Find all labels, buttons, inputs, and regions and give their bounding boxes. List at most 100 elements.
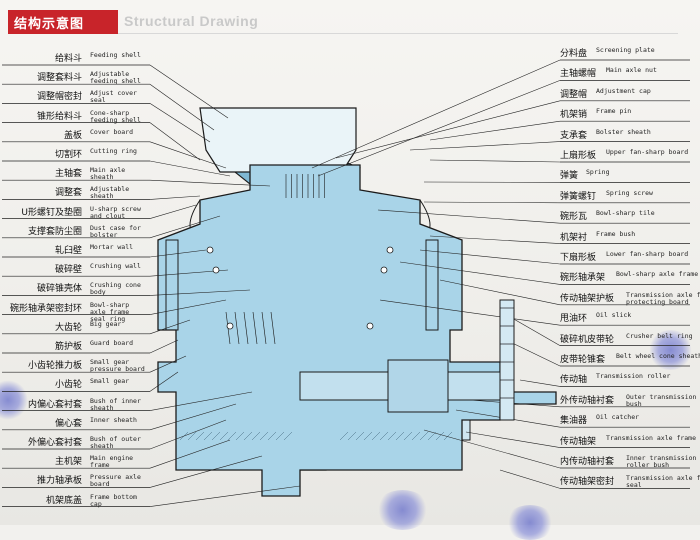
part-label-cn: 调整帽密封 [37,93,82,101]
part-label-cn: 碗形轴承架密封环 [10,305,82,313]
part-label-cn: 盖板 [64,132,82,140]
part-label-en: Mortar wall [90,244,146,251]
leader-line [336,101,560,158]
part-label-en: Guard board [90,340,146,347]
transmission-axle-frame [388,360,448,412]
part-label-cn: 碗形轴承架 [560,274,605,282]
part-label-cn: 皮带轮锥套 [560,356,605,364]
part-label-cn: 切割环 [55,151,82,159]
part-label-en: Dust case for bolster [90,225,146,239]
part-label-en: Frame bottom cap [90,494,146,508]
part-label-en: Bowl-sharp tile [596,210,694,217]
part-label-cn: 机架底盖 [46,497,82,505]
bolt [387,247,393,253]
belt-pulley [500,300,514,420]
part-label-cn: 小齿轮推力板 [28,362,82,370]
part-label-en: Cone-sharp feeding shell [90,110,146,124]
leader-line [466,432,560,448]
part-label-cn: U形螺钉及垫圈 [21,209,82,217]
part-label-en: Big gear [90,321,146,328]
leader-line [150,196,200,199]
part-label-en: Outer transmission roller bush [626,394,700,408]
part-label-cn: 机架销 [560,111,587,119]
part-label-en: Inner sheath [90,417,146,424]
main-frame [158,165,556,496]
part-label-cn: 传动轴架 [560,438,596,446]
part-label-en: Main axle nut [606,67,700,74]
leader-line [150,340,178,353]
part-label-en: Crushing wall [90,263,146,270]
part-label-cn: 偏心套 [55,420,82,428]
part-label-cn: 轧臼壁 [55,247,82,255]
part-label-cn: 碗形瓦 [560,213,587,221]
part-label-en: Belt wheel cone sheath [616,353,700,360]
part-label-en: Bush of inner sheath [90,398,146,412]
leader-line [150,65,228,118]
part-label-en: Spring [586,169,684,176]
part-label-en: Transmission axle frame protecting board [626,292,700,306]
part-label-en: Adjustment cap [596,88,694,95]
part-label-en: Inner transmission axle roller bush [626,455,700,469]
part-label-cn: 甩油环 [560,315,587,323]
part-label-cn: 大齿轮 [55,324,82,332]
part-label-cn: 调整套 [55,189,82,197]
part-label-en: Screening plate [596,47,694,54]
part-label-cn: 推力轴承板 [37,477,82,485]
part-label-cn: 内传动轴衬套 [560,458,614,466]
part-label-en: Small gear [90,378,146,385]
part-label-cn: 机架衬 [560,234,587,242]
part-label-en: Adjustable feeding shell [90,71,146,85]
part-label-en: Lower fan-sharp board [606,251,700,258]
feeding-shell [200,108,356,172]
part-label-en: Upper fan-sharp board [606,149,700,156]
leader-line [500,470,560,488]
part-label-en: Crushing cone body [90,282,146,296]
part-label-cn: 调整帽 [560,91,587,99]
leader-line [430,160,560,162]
part-label: 碗形瓦 Bowl-sharp tile [556,209,696,227]
leader-line [520,380,560,386]
part-label-cn: 分料盘 [560,50,587,58]
leader-line [150,205,196,219]
part-label-cn: 调整套料斗 [37,74,82,82]
part-label-en: Crusher belt ring [626,333,700,340]
part-label-en: Oil slick [596,312,694,319]
part-label-cn: 主轴螺帽 [560,70,596,78]
leader-line [150,123,200,160]
part-label-cn: 主机架 [55,458,82,466]
part-label-en: Main engine frame [90,455,146,469]
part-label-en: Transmission roller [596,373,694,380]
part-label-en: U-sharp screw and clout [90,206,146,220]
part-label-en: Transmission axle frame [606,435,700,442]
